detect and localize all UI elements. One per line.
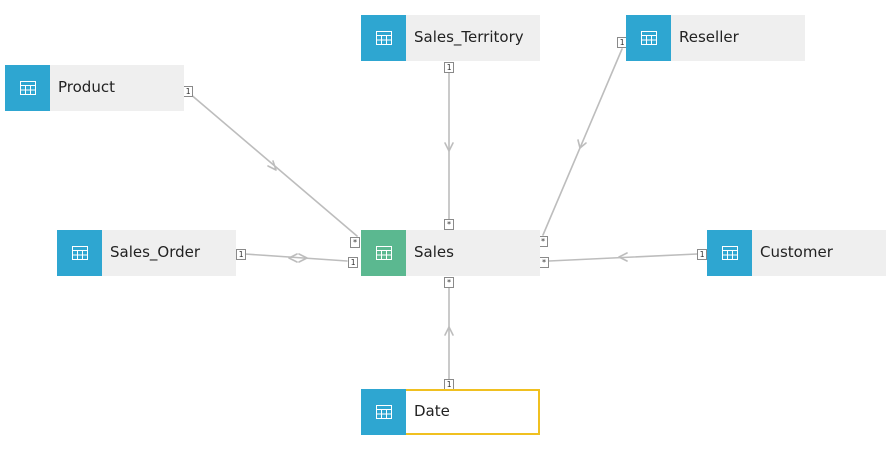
relationship-order-sales[interactable] bbox=[244, 253, 348, 263]
table-icon bbox=[361, 15, 406, 61]
cardinality-marker: * bbox=[444, 277, 454, 288]
table-card-sales-territory[interactable]: Sales_Territory bbox=[361, 15, 540, 61]
table-card-date[interactable]: Date bbox=[361, 389, 540, 435]
table-icon bbox=[626, 15, 671, 61]
table-name: Sales bbox=[414, 243, 454, 261]
cardinality-marker: * bbox=[444, 219, 454, 230]
cardinality-marker: * bbox=[350, 237, 360, 248]
table-name: Date bbox=[414, 402, 450, 420]
table-name: Reseller bbox=[679, 28, 739, 46]
cardinality-marker: 1 bbox=[236, 249, 246, 260]
relationship-customer-sales[interactable] bbox=[548, 252, 698, 262]
table-icon bbox=[361, 230, 406, 276]
table-icon bbox=[361, 389, 406, 435]
relationship-date-sales[interactable] bbox=[444, 285, 454, 381]
table-icon bbox=[57, 230, 102, 276]
cardinality-marker: * bbox=[539, 257, 549, 268]
table-icon bbox=[707, 230, 752, 276]
table-name: Product bbox=[58, 78, 115, 96]
table-name: Sales_Order bbox=[110, 243, 201, 261]
table-card-product[interactable]: Product bbox=[5, 65, 184, 111]
table-card-reseller[interactable]: Reseller bbox=[626, 15, 805, 61]
cardinality-marker: 1 bbox=[444, 62, 454, 73]
table-name: Customer bbox=[760, 243, 833, 261]
relationship-reseller-sales[interactable] bbox=[542, 48, 623, 236]
table-card-sales[interactable]: Sales bbox=[361, 230, 540, 276]
table-card-sales-order[interactable]: Sales_Order bbox=[57, 230, 236, 276]
relationship-product-sales[interactable] bbox=[188, 92, 358, 237]
cardinality-marker: 1 bbox=[183, 86, 193, 97]
cardinality-marker: 1 bbox=[697, 249, 707, 260]
table-card-customer[interactable]: Customer bbox=[707, 230, 886, 276]
table-name: Sales_Territory bbox=[414, 28, 524, 46]
cardinality-marker: 1 bbox=[348, 257, 358, 268]
relationship-territory-sales[interactable] bbox=[444, 70, 454, 220]
table-icon bbox=[5, 65, 50, 111]
